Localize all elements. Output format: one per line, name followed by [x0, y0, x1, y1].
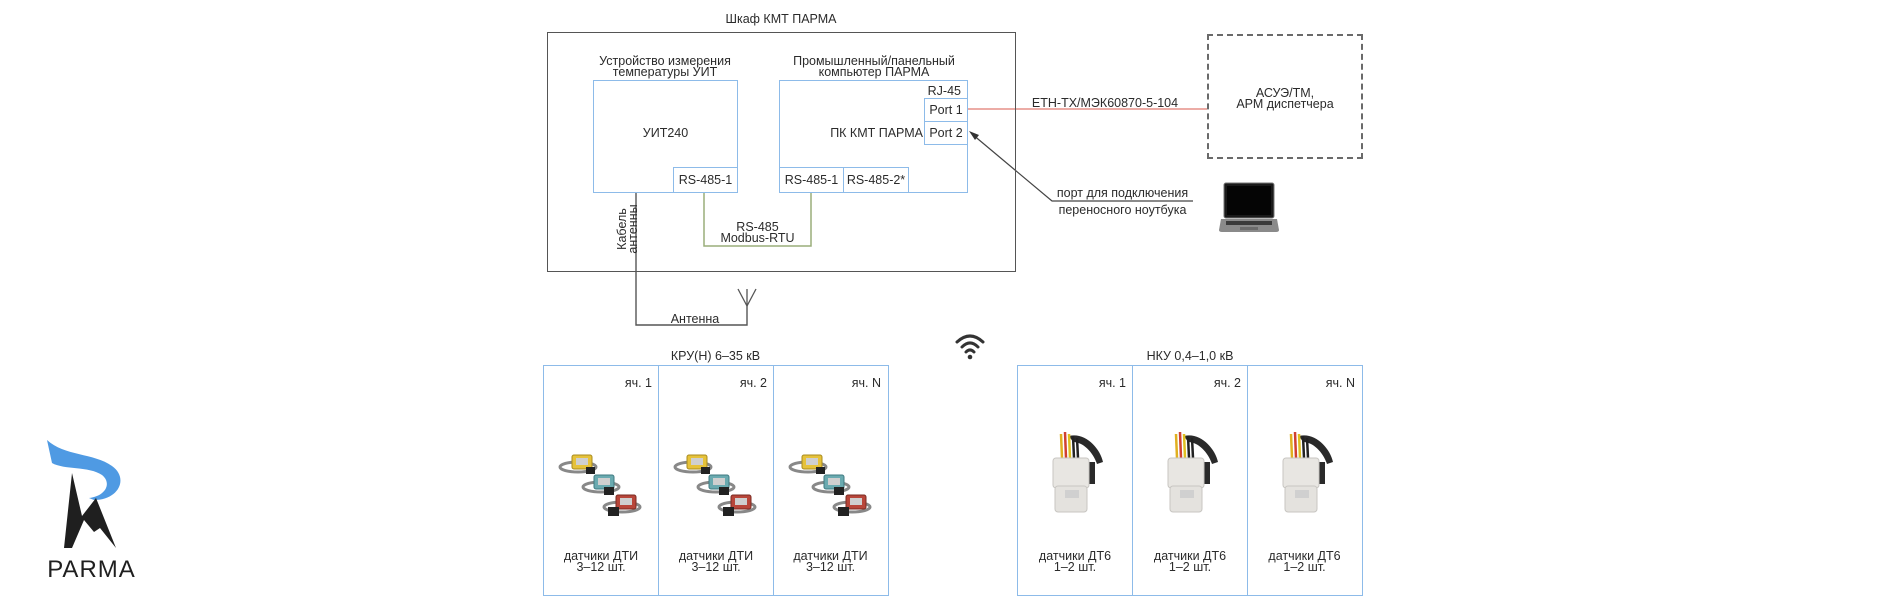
cell-caption-line1: датчики ДТ6 — [1038, 549, 1112, 563]
uit-title-line2: температуры УИТ — [612, 65, 718, 79]
laptop-note-line1: порт для подключения — [1056, 186, 1189, 200]
dti-sensors-image — [556, 451, 646, 526]
pc-port1[interactable]: Port 1 — [924, 98, 968, 122]
scada-box[interactable]: АСУЭ/ТМ, АРМ диспетчера — [1207, 34, 1363, 159]
ethernet-link-label: ETH-TX/МЭК60870-5-104 — [1031, 96, 1179, 110]
cell-caption-line1: датчики ДТ6 — [1268, 549, 1341, 563]
uit-device-name: УИТ240 — [642, 126, 689, 140]
dt6-sensor-image — [1045, 428, 1105, 523]
arrowhead-icon — [969, 131, 979, 140]
parma-logo-icon — [47, 440, 121, 548]
cell-caption-line2: 3–12 шт. — [691, 560, 741, 574]
cell-caption-line1: датчики ДТ6 — [1153, 549, 1227, 563]
antenna-cable-label: Кабель антенны — [615, 199, 641, 259]
nku-title: НКУ 0,4–1,0 кВ — [1146, 349, 1234, 363]
wifi-icon — [955, 334, 985, 360]
pc-device-name: ПК КМТ ПАРМА — [830, 126, 923, 140]
rs485-link-line — [703, 192, 812, 247]
dti-sensors-image — [786, 451, 876, 526]
uit-title-line1: Устройство измерения — [599, 54, 731, 68]
cell-number: яч. N — [851, 376, 881, 390]
cell-caption-line2: 3–12 шт. — [576, 560, 626, 574]
uit-rs485-port[interactable]: RS-485-1 — [673, 167, 738, 193]
antenna-cable-line — [635, 192, 748, 326]
dt6-sensor-image — [1160, 428, 1220, 523]
antenna-cable-label-line2: антенны — [626, 204, 640, 254]
cell-caption-line2: 1–2 шт. — [1053, 560, 1097, 574]
scada-label-line1: АСУЭ/ТМ, — [1255, 86, 1315, 100]
laptop-icon — [1219, 182, 1279, 232]
laptop-note-line2: переносного ноутбука — [1058, 203, 1187, 217]
scada-label-line2: АРМ диспетчера — [1236, 97, 1334, 111]
cell-number: яч. 1 — [1098, 376, 1126, 390]
pc-rs485-1-port[interactable]: RS-485-1 — [779, 167, 844, 193]
parma-logo: PARMA — [34, 438, 149, 584]
dti-sensors-image — [671, 451, 761, 526]
cabinet-title: Шкаф КМТ ПАРМА — [725, 12, 837, 26]
antenna-icon — [737, 288, 757, 307]
parma-logo-text: PARMA — [47, 556, 136, 583]
pc-rs485-2-port[interactable]: RS-485-2* — [843, 167, 909, 193]
cell-caption-line2: 3–12 шт. — [805, 560, 856, 574]
cell-caption-line1: датчики ДТИ — [793, 549, 868, 563]
cell-caption-line1: датчики ДТИ — [563, 549, 639, 563]
cell-number: яч. 2 — [1213, 376, 1241, 390]
cell-number: яч. 1 — [624, 376, 652, 390]
kru-title: КРУ(Н) 6–35 кВ — [670, 349, 761, 363]
cell-caption-line2: 1–2 шт. — [1283, 560, 1326, 574]
pc-port2[interactable]: Port 2 — [924, 121, 968, 145]
cell-caption-line2: 1–2 шт. — [1168, 560, 1212, 574]
rj45-label: RJ-45 — [927, 84, 961, 98]
antenna-label: Антенна — [670, 312, 720, 326]
laptop-port-pointer-line — [971, 133, 1193, 202]
rs485-link-label-line2: Modbus-RTU — [720, 231, 795, 245]
pc-title-line1: Промышленный/панельный — [793, 54, 955, 68]
uit-device-box[interactable]: УИТ240 — [593, 80, 738, 193]
cell-number: яч. 2 — [739, 376, 767, 390]
rs485-link-label-line1: RS-485 — [736, 220, 779, 234]
cell-number: яч. N — [1325, 376, 1355, 390]
dt6-sensor-image — [1275, 428, 1335, 523]
cell-caption-line1: датчики ДТИ — [678, 549, 754, 563]
cabinet-frame — [547, 32, 1016, 272]
pc-title-line2: компьютер ПАРМА — [818, 65, 930, 79]
